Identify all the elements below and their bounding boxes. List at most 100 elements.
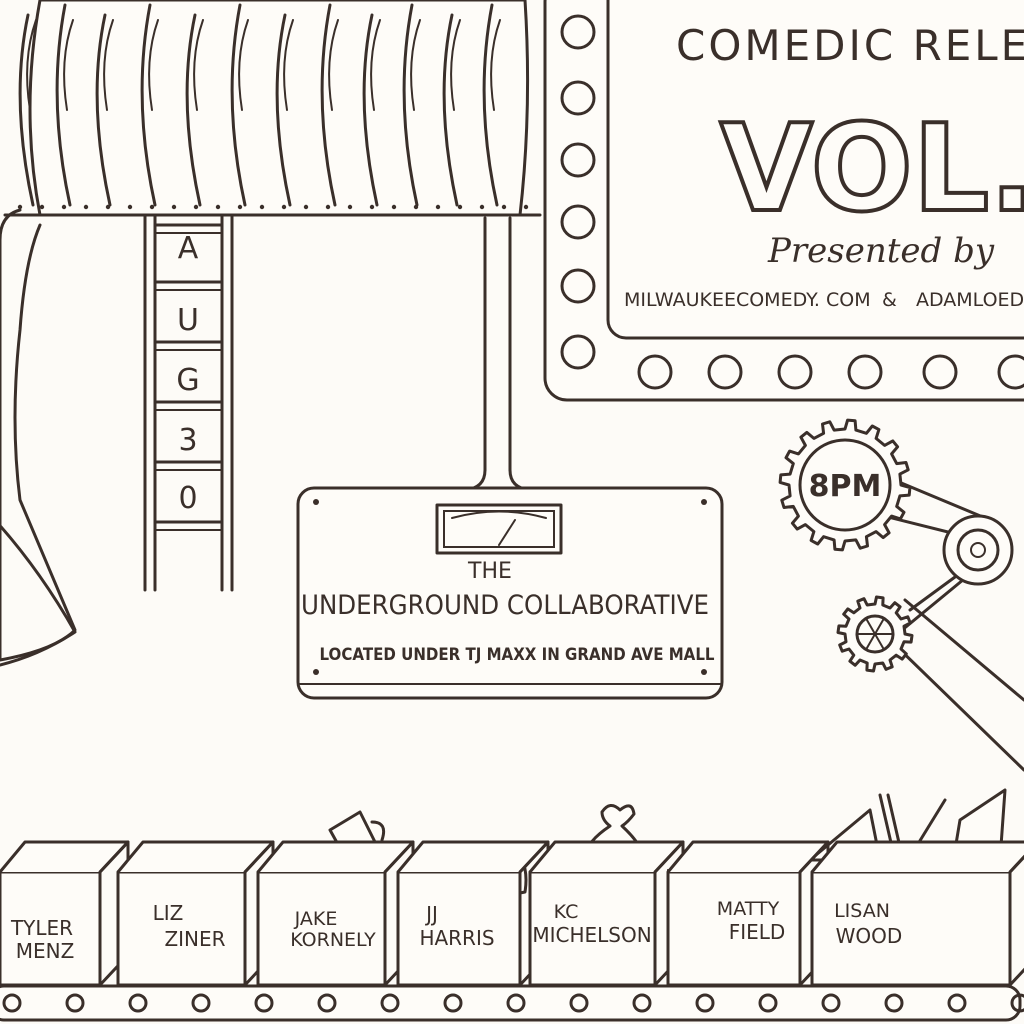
marquee-bulb [560,80,596,116]
gear-spoke [865,633,876,651]
comedian-name: ZINER [164,927,225,951]
belt-roller [254,993,274,1013]
pulley-icon [942,514,1014,586]
tube-rib [362,13,379,207]
gear-icon: 8PM [778,418,912,552]
belt-roller [1010,993,1024,1013]
box-top [810,840,1024,874]
tube-rib [410,19,421,111]
rivet [215,204,221,210]
tube-rib [18,13,35,207]
rivet [171,204,177,210]
rivet [281,204,287,210]
tube-rib [63,19,74,111]
comedian-name: WOOD [836,924,903,948]
tube-rib [238,19,249,111]
tube-rib [140,3,157,207]
belt-roller [884,993,904,1013]
comedian-name: MENZ [16,939,75,963]
belt-roller [380,993,400,1013]
rivet [61,204,67,210]
gauge-icon [435,503,563,555]
marquee-bulb [560,334,596,370]
ribbed-tube-icon [0,0,542,667]
tube-rib [450,19,461,111]
gear-icon [836,595,914,673]
rivet [413,204,419,210]
sponsor-name: ADAMLOEDI [916,289,1024,311]
comedian-name: LISAN [834,900,890,922]
tube-rib [230,3,247,207]
tube-rib [148,19,159,111]
marquee-bulb [707,354,743,390]
show-time: 8PM [809,469,882,504]
rivet [259,204,265,210]
tube-rib [55,3,72,207]
ampersand: & [882,289,897,311]
rivet [237,204,243,210]
venue-location: LOCATED UNDER TJ MAXX IN GRAND AVE MALL [320,645,715,665]
gear-spoke [865,617,876,635]
date-letter: A [178,231,199,266]
tube-rib [370,19,381,111]
gear-spoke [874,617,885,635]
belt-roller [569,993,589,1013]
box-top [0,840,130,874]
belt-roller [317,993,337,1013]
show-title: COMEDIC RELE [676,21,1024,70]
rivet [127,204,133,210]
tube-rib [328,19,339,111]
rivet [39,204,45,210]
marquee-bulb [560,142,596,178]
comedian-name: JAKE [294,908,338,930]
tube-rib [275,13,292,207]
date-letter: G [176,363,199,398]
rivet [435,204,441,210]
rivet [83,204,89,210]
marquee-bulb [560,268,596,304]
marquee-bulb [637,354,673,390]
marquee-bulb [997,354,1024,390]
rivet [149,204,155,210]
venue-the: THE [467,559,512,584]
tube-rib [26,19,37,111]
date-letter: 0 [178,481,197,516]
rivet [105,204,111,210]
belt-roller [947,993,967,1013]
date-letter: 3 [178,423,197,458]
tube-rib [103,19,114,111]
rivet [347,204,353,210]
date-ladder: A U G 3 0 [143,213,234,592]
tube-rib [320,3,337,207]
belt-roller [632,993,652,1013]
comedian-name: LIZ [153,901,184,925]
tube-rib [482,3,499,207]
marquee-bulb [777,354,813,390]
tube-rib [442,13,459,207]
presented-by: Presented by [767,231,995,271]
conveyor-belt-icon [0,984,1024,1022]
comedian-name: MATTY [717,898,780,920]
rivet [391,204,397,210]
rivet [369,204,375,210]
tube-rib [283,19,294,111]
rivet [193,204,199,210]
comedian-name: TYLER [10,916,73,940]
marquee-bulb [560,204,596,240]
comedian-name: HARRIS [419,926,494,950]
comedian-name: MICHELSON [532,923,651,947]
venue-sign: THE UNDERGROUND COLLABORATIVE LOCATED UN… [296,216,724,700]
comedian-boxes [0,840,1024,987]
belt-roller [191,993,211,1013]
tube-rib [402,3,419,207]
tube-rib [490,19,501,111]
volume-number: VOL.3 [720,100,1024,239]
rivet [325,204,331,210]
belt-roller [2,993,22,1013]
marquee-bulb [847,354,883,390]
belt-roller [65,993,85,1013]
gear-spoke [874,633,885,651]
rivet [501,204,507,210]
rivet [457,204,463,210]
venue-name: UNDERGROUND COLLABORATIVE [301,590,709,621]
